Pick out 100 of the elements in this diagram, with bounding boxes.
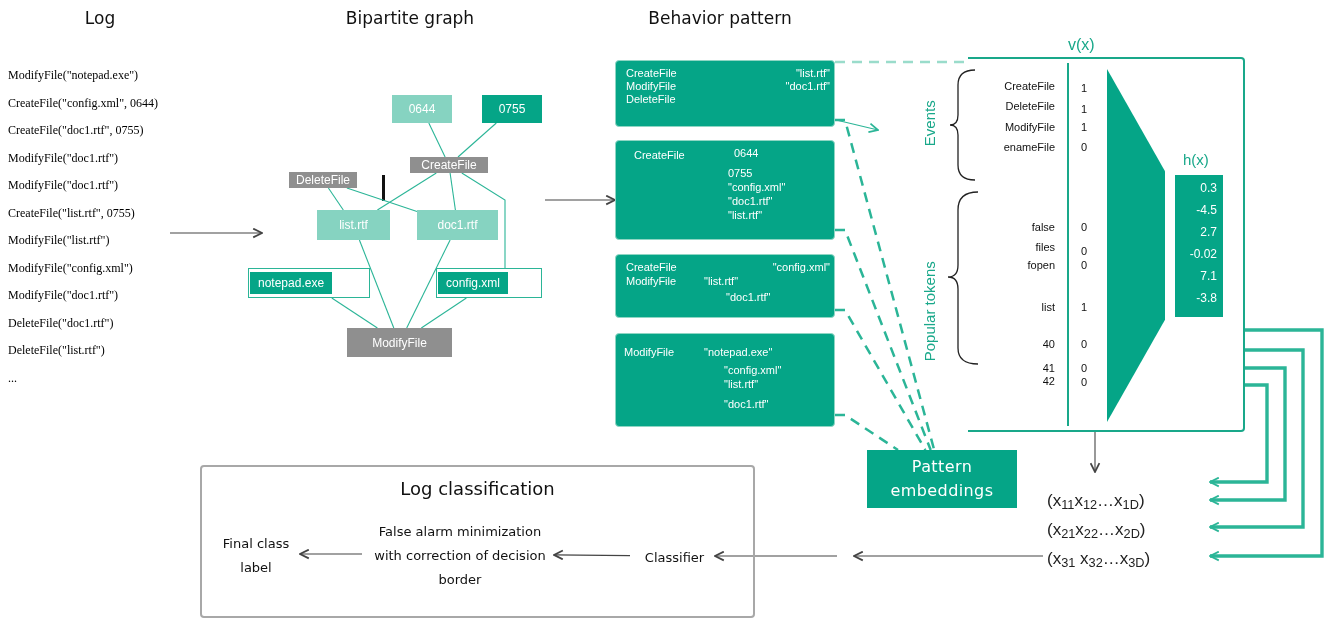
token-name: ModifyFile <box>1003 121 1055 134</box>
node-label: DeleteFile <box>296 174 350 186</box>
graph-node-box <box>410 157 488 173</box>
token-name: enameFile <box>1002 141 1055 154</box>
pattern-text: "notepad.exe" <box>704 346 773 359</box>
column-heading: Log <box>83 7 117 30</box>
token-value: 0 <box>1079 245 1089 258</box>
pattern-text: CreateFile <box>634 149 685 162</box>
panel-title: Log classification <box>399 477 556 501</box>
column-heading: Bipartite graph <box>344 7 476 30</box>
log-line: ... <box>8 369 18 387</box>
token-value: 0 <box>1079 376 1089 389</box>
pattern-text: 0755 <box>728 167 753 180</box>
node-label: 0755 <box>498 103 526 115</box>
vector-value: 7.1 <box>1200 268 1217 285</box>
pattern-card <box>615 254 835 318</box>
connector-line <box>461 172 506 269</box>
token-value: 1 <box>1079 301 1089 314</box>
column-heading: Behavior pattern <box>647 7 793 30</box>
log-line: CreateFile("list.rtf", 0755) <box>8 204 136 222</box>
pattern-text: "list.rtf" <box>704 275 739 288</box>
log-line: ModifyFile("list.rtf") <box>8 232 111 249</box>
connector-line <box>428 122 446 158</box>
connector-line <box>358 239 395 329</box>
pattern-text: "doc1.rtf" <box>724 398 769 411</box>
log-line: ModifyFile("doc1.rtf") <box>8 177 120 194</box>
arrow <box>1209 328 1324 562</box>
token-name: DeleteFile <box>1004 100 1055 113</box>
graph-node-box <box>417 210 498 240</box>
graph-node-box <box>347 328 452 357</box>
pattern-card <box>615 333 835 427</box>
connector-line <box>346 187 418 212</box>
token-value: 0 <box>1079 259 1089 272</box>
pattern-card <box>615 60 835 127</box>
vector-value: -3.8 <box>1196 290 1217 307</box>
token-value: 0 <box>1079 362 1089 375</box>
arrow <box>1209 366 1287 506</box>
pattern-text: "config.xml" <box>728 181 786 194</box>
connector-line <box>420 297 467 329</box>
arrow <box>1209 383 1269 488</box>
pattern-text: "doc1.rtf" <box>726 291 771 304</box>
node-label: 0644 <box>408 103 436 115</box>
log-line: DeleteFile("doc1.rtf") <box>8 314 115 332</box>
pattern-card <box>615 140 835 240</box>
arrow <box>299 548 363 560</box>
graph-node-box <box>482 95 542 123</box>
vector-title: h(x) <box>1183 150 1209 170</box>
arrow <box>714 550 838 562</box>
pattern-text: DeleteFile <box>626 93 676 106</box>
arrow <box>553 549 631 561</box>
graph-node-box <box>317 210 390 240</box>
token-value: 0 <box>1079 338 1089 351</box>
pattern-text: 0644 <box>734 147 759 160</box>
node-label: doc1.rtf <box>437 219 478 231</box>
pattern-text: "doc1.rtf" <box>785 80 830 93</box>
log-line: CreateFile("config.xml", 0644) <box>8 94 160 112</box>
arrow <box>853 550 1044 562</box>
pattern-text: "list.rtf" <box>795 67 830 80</box>
token-value: 0 <box>1079 221 1089 234</box>
pattern-text: CreateFile <box>626 261 677 274</box>
step-label: False alarm minimization with correction of decision border <box>364 517 556 595</box>
token-name: 42 <box>1041 375 1055 388</box>
token-name: 41 <box>1041 362 1055 375</box>
node-label: list.rtf <box>339 219 368 231</box>
token-name: 40 <box>1041 338 1055 351</box>
log-line: CreateFile("doc1.rtf", 0755) <box>8 122 145 139</box>
embedding-box <box>867 450 1017 508</box>
token-value: 1 <box>1079 121 1089 134</box>
token-value: 1 <box>1079 103 1089 116</box>
token-value: 1 <box>1079 82 1089 95</box>
log-line: ModifyFile("config.xml") <box>8 259 134 277</box>
token-value: 0 <box>1079 141 1089 154</box>
connector-line <box>449 172 456 211</box>
pattern-text: "config.xml" <box>724 364 782 377</box>
token-name: files <box>1034 241 1055 254</box>
vector-value: 2.7 <box>1200 224 1217 241</box>
group-label: Popular tokens <box>919 260 939 364</box>
vector-value: -0.02 <box>1189 246 1217 263</box>
dashed-line <box>835 308 927 451</box>
node-label: notepad.exe <box>250 272 333 294</box>
vector-value: 0.3 <box>1200 180 1217 197</box>
pattern-text: ModifyFile <box>624 346 675 359</box>
embedding-vector: (x$_{21}$x$_{22}$…x$_{2D}$) <box>1047 519 1147 544</box>
dashed-line <box>835 413 899 452</box>
log-line: ModifyFile("doc1.rtf") <box>8 287 120 304</box>
pattern-text: "list.rtf" <box>728 209 763 222</box>
graph-node-box <box>392 95 452 123</box>
pattern-text: "list.rtf" <box>724 378 759 391</box>
graph-node-box <box>248 268 370 298</box>
node-label: Pattern embeddings <box>889 456 995 502</box>
pattern-text: ModifyFile <box>626 275 677 288</box>
graph-node-box <box>436 268 542 298</box>
pattern-text: "config.xml" <box>772 261 830 274</box>
connector-line <box>327 187 344 211</box>
node-label: ModifyFile <box>372 336 427 349</box>
token-name: CreateFile <box>1003 80 1055 93</box>
pattern-text: ModifyFile <box>626 80 677 93</box>
connector-line <box>406 239 451 329</box>
dashed-line <box>835 118 936 451</box>
step-label: Classifier <box>632 547 717 569</box>
